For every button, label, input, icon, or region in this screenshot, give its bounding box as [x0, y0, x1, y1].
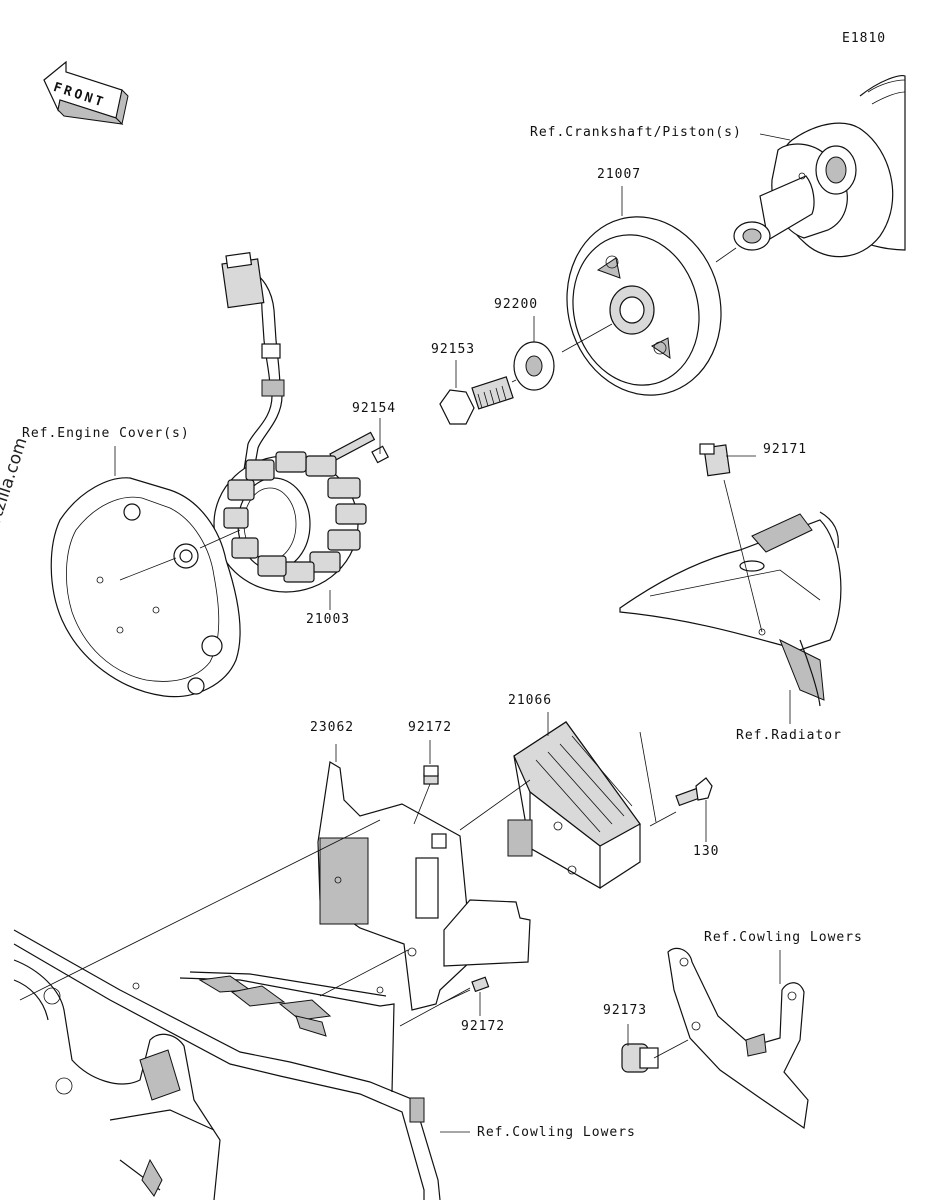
label-part-21066: 21066: [508, 693, 553, 708]
label-radiator-ref: Ref.Radiator: [736, 728, 842, 743]
label-part-92200: 92200: [494, 297, 539, 312]
bolt-130: [649, 777, 713, 842]
label-part-92172-top: 92172: [408, 720, 453, 735]
radiator-ref-drawing: [619, 511, 842, 724]
bolt-92153: [439, 360, 517, 425]
fastener-92173: [621, 1024, 689, 1073]
label-part-92153: 92153: [431, 342, 476, 357]
stator-21003: [213, 251, 367, 610]
label-part-23062: 23062: [310, 720, 355, 735]
screw-92172-bottom: [439, 976, 490, 1016]
label-part-92171: 92171: [763, 442, 808, 457]
label-cowling-lowers-ref-bottom: Ref.Cowling Lowers: [477, 1125, 636, 1140]
label-part-92154: 92154: [352, 401, 397, 416]
label-part-92173: 92173: [603, 1003, 648, 1018]
cowling-frame-ref-drawing: [13, 819, 471, 1200]
label-part-21003: 21003: [306, 612, 351, 627]
regulator-21066: [459, 712, 657, 890]
clip-92171: [699, 443, 763, 633]
label-part-92172-bottom: 92172: [461, 1019, 506, 1034]
screw-92172-top: [413, 740, 439, 825]
rotor-21007: [561, 186, 722, 396]
crankshaft-ref-drawing: [715, 75, 906, 263]
front-arrow-icon: [43, 60, 129, 126]
engine-cover-ref-drawing: [50, 446, 241, 698]
label-engine-cover-ref: Ref.Engine Cover(s): [22, 426, 190, 441]
diagram-code: E1810: [842, 31, 887, 46]
label-crankshaft-ref: Ref.Crankshaft/Piston(s): [530, 125, 742, 140]
label-part-130: 130: [693, 844, 720, 859]
washer-92200: [513, 316, 555, 391]
label-cowling-lowers-ref-right: Ref.Cowling Lowers: [704, 930, 863, 945]
cowling-lower-bracket-ref-drawing: [667, 947, 809, 1130]
label-part-21007: 21007: [597, 167, 642, 182]
bracket-23062: [317, 744, 531, 1011]
